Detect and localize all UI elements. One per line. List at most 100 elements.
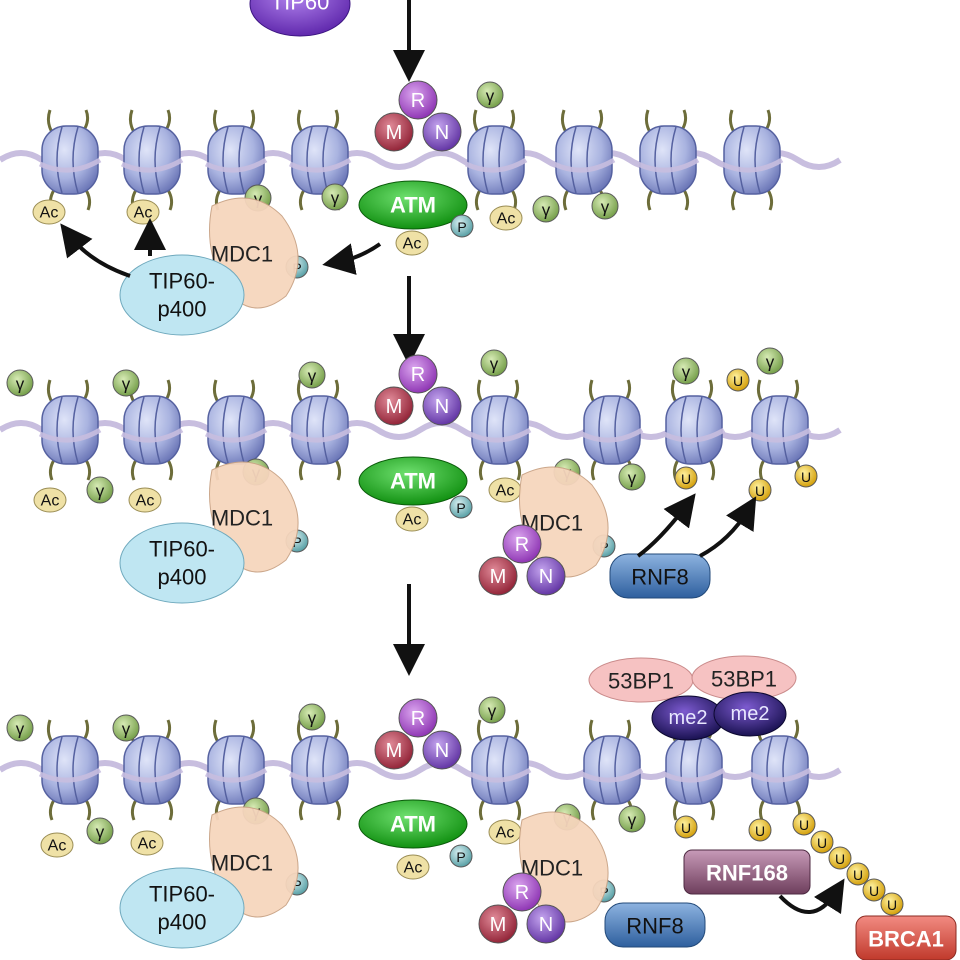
nucleosome bbox=[120, 379, 184, 481]
mrn-rad50 bbox=[502, 872, 542, 912]
histone-tail bbox=[334, 459, 342, 481]
me2-shape bbox=[713, 691, 787, 737]
histone-core bbox=[123, 395, 181, 465]
nucleosome bbox=[120, 109, 184, 211]
histone-line bbox=[238, 736, 245, 804]
atm-shape bbox=[358, 456, 468, 506]
phospho-mark-text: P bbox=[292, 877, 301, 893]
atm-shape bbox=[358, 799, 468, 849]
histone-line bbox=[680, 736, 687, 804]
phospho-mark-text: P bbox=[456, 500, 465, 516]
gamma-h2ax-mark: γ bbox=[86, 817, 114, 845]
gamma-h2ax-mark-text: γ bbox=[16, 375, 25, 394]
gamma-h2ax-mark: γ bbox=[591, 192, 619, 220]
mrn-m-text: M bbox=[386, 740, 403, 762]
histone-line bbox=[598, 396, 605, 464]
dna-wrap bbox=[468, 767, 532, 783]
histone-tail bbox=[164, 109, 172, 131]
histone-tail bbox=[212, 109, 220, 133]
histone-line bbox=[696, 736, 703, 804]
histone-tail bbox=[478, 459, 486, 481]
acetyl-mark: Ac bbox=[128, 487, 162, 513]
nucleosome bbox=[720, 109, 784, 211]
gamma-h2ax-mark-text: γ bbox=[331, 189, 340, 208]
mrn-r-text: R bbox=[515, 534, 529, 556]
gamma-h2ax-mark-shape bbox=[591, 192, 619, 220]
histone-line bbox=[72, 736, 79, 804]
histone-tail bbox=[164, 379, 172, 401]
nucleosome bbox=[636, 109, 700, 211]
ubiquitin-mark-shape bbox=[846, 862, 870, 886]
nucleosome bbox=[38, 109, 102, 211]
dna-wrap bbox=[288, 157, 352, 173]
histone-tail bbox=[130, 799, 138, 821]
histone-core bbox=[123, 125, 181, 195]
histone-tail bbox=[128, 109, 136, 133]
mrn-r-text: R bbox=[515, 882, 529, 904]
nucleosome bbox=[748, 379, 812, 481]
gamma-h2ax-mark-shape bbox=[672, 357, 700, 385]
dna-wrap bbox=[204, 767, 268, 783]
me2-text: me2 bbox=[669, 707, 708, 729]
me2-mark: me2 bbox=[651, 695, 725, 741]
histone-tail bbox=[298, 799, 306, 821]
histone-tail bbox=[708, 799, 716, 821]
atm-text: ATM bbox=[390, 193, 436, 218]
gamma-h2ax-mark-text: γ bbox=[308, 367, 317, 386]
brca1-protein: BRCA1 bbox=[855, 915, 957, 960]
histone-tail bbox=[296, 109, 304, 133]
rnf8-shape bbox=[609, 553, 711, 599]
dna-wrap bbox=[288, 767, 352, 783]
histone-line bbox=[696, 396, 703, 464]
phospho-mark-shape bbox=[449, 495, 473, 519]
histone-core bbox=[471, 735, 529, 805]
histone-core bbox=[555, 125, 613, 195]
ubiquitin-mark-shape bbox=[828, 846, 852, 870]
histone-line bbox=[238, 396, 245, 464]
mrn-r-text: R bbox=[411, 364, 425, 386]
histone-line bbox=[222, 736, 229, 804]
histone-core bbox=[123, 735, 181, 805]
gamma-h2ax-mark-shape bbox=[480, 349, 508, 377]
histone-tail bbox=[624, 379, 632, 401]
dna-wrap bbox=[662, 427, 726, 443]
atm-protein: ATM bbox=[358, 799, 468, 849]
histone-tail bbox=[514, 459, 522, 481]
53bp1-protein: 53BP1 bbox=[588, 657, 694, 703]
ubiquitin-mark-shape bbox=[748, 478, 772, 502]
mrn-mre11 bbox=[374, 112, 414, 152]
gamma-h2ax-mark-shape bbox=[86, 476, 114, 504]
histone-line bbox=[306, 736, 313, 804]
mrn-n-text: N bbox=[539, 566, 553, 588]
histone-line bbox=[154, 126, 161, 194]
ubiquitin-mark-text: U bbox=[681, 820, 691, 836]
mrn-nbs1 bbox=[526, 904, 566, 944]
gamma-h2ax-mark-text: γ bbox=[16, 720, 25, 739]
acetyl-mark: Ac bbox=[130, 830, 164, 856]
atm-protein: ATM bbox=[358, 456, 468, 506]
gamma-h2ax-mark-shape bbox=[756, 347, 784, 375]
histone-line bbox=[306, 396, 313, 464]
mrn-rad50 bbox=[398, 698, 438, 738]
ubiquitin-mark-shape bbox=[726, 368, 750, 392]
phospho-mark-text: P bbox=[457, 219, 466, 235]
nucleosome bbox=[748, 719, 812, 821]
gamma-h2ax-mark-text: γ bbox=[488, 702, 497, 721]
histone-line bbox=[138, 396, 145, 464]
histone-tail bbox=[84, 459, 92, 481]
histone-line bbox=[222, 396, 229, 464]
histone-tail bbox=[708, 459, 716, 481]
histone-line bbox=[486, 736, 493, 804]
histone-core bbox=[291, 395, 349, 465]
gamma-h2ax-mark-text: γ bbox=[628, 469, 637, 488]
histone-tail bbox=[298, 189, 306, 211]
nucleosome bbox=[552, 109, 616, 211]
histone-tail bbox=[588, 719, 596, 743]
acetyl-shape bbox=[40, 832, 74, 858]
histone-core bbox=[41, 735, 99, 805]
phospho-mark: P bbox=[450, 214, 474, 238]
nucleosome bbox=[468, 379, 532, 481]
histone-tail bbox=[48, 459, 56, 481]
gamma-h2ax-mark-text: γ bbox=[542, 201, 551, 220]
